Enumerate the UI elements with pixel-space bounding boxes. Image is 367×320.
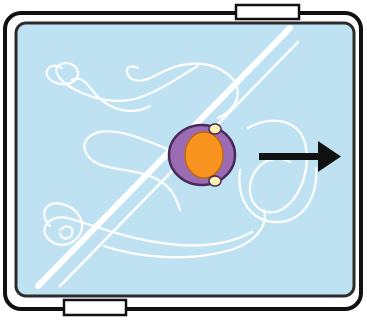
bottom-tab <box>64 300 126 315</box>
cell-nub-bottom <box>209 176 221 186</box>
cell-body <box>185 132 223 178</box>
cell-nub-top <box>209 124 221 134</box>
microorganism-icon <box>169 124 235 186</box>
top-tab <box>236 5 299 19</box>
arrow-shaft <box>259 153 321 160</box>
